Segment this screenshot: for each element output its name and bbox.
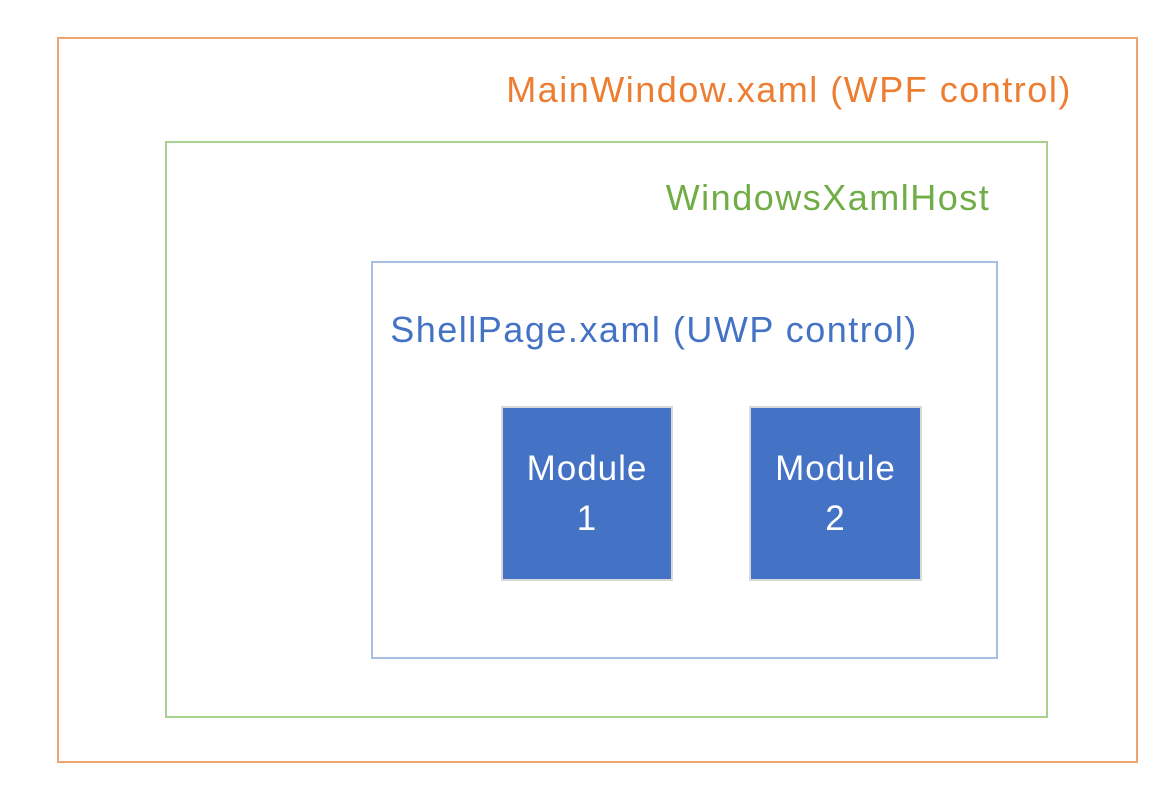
module-2-box: Module 2 [749, 406, 922, 581]
shellpage-box [371, 261, 998, 659]
module-1-label-line1: Module [526, 448, 648, 488]
windowsxamlhost-label: WindowsXamlHost [665, 177, 991, 218]
module-2-label-line2: 2 [825, 498, 846, 538]
shellpage-label: ShellPage.xaml (UWP control) [390, 309, 918, 350]
module-2-label-line1: Module [775, 448, 896, 488]
module-1-label-line2: 1 [576, 498, 598, 538]
mainwindow-label: MainWindow.xaml (WPF control) [506, 69, 1072, 110]
module-1-box: Module 1 [501, 406, 673, 581]
windowsxamlhost-box [165, 141, 1048, 718]
mainwindow-box [57, 37, 1138, 763]
